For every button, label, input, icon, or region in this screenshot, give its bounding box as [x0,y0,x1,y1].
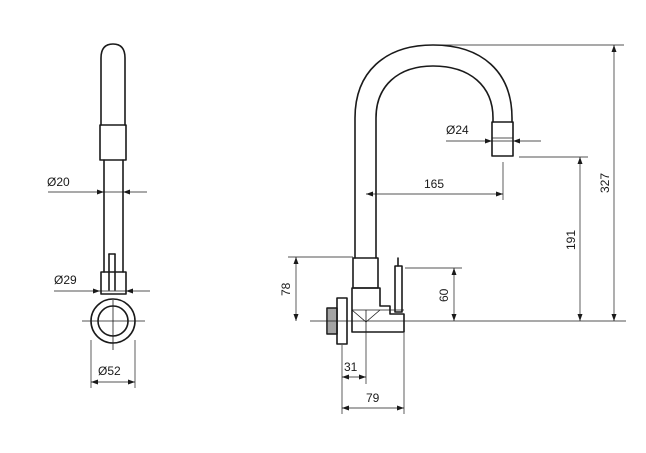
front-view: Ø24 165 191 327 78 60 [279,44,626,414]
spout-reach-label: 165 [424,177,444,191]
side-view: Ø20 Ø29 Ø52 [47,43,150,388]
outlet-height-label: 191 [564,230,578,250]
total-height-label: 327 [598,173,612,193]
side-flange-diameter-label: Ø52 [98,364,121,378]
outlet-diameter-label: Ø24 [446,123,469,137]
body-depth-label: 79 [366,391,380,405]
spout-outlet [491,121,514,157]
spout-collar [352,257,379,289]
lever-height-label: 60 [437,288,451,302]
side-spout-ring [99,124,127,161]
body-height-label: 78 [279,282,293,296]
side-body [100,271,127,295]
valve-body [351,287,405,333]
wall-offset-label: 31 [344,360,358,374]
side-stem-diameter-label: Ø20 [47,175,70,189]
side-body-diameter-label: Ø29 [54,273,77,287]
lever-handle [394,265,403,313]
spout-gooseneck [354,44,513,259]
side-spout-tube [100,43,126,126]
